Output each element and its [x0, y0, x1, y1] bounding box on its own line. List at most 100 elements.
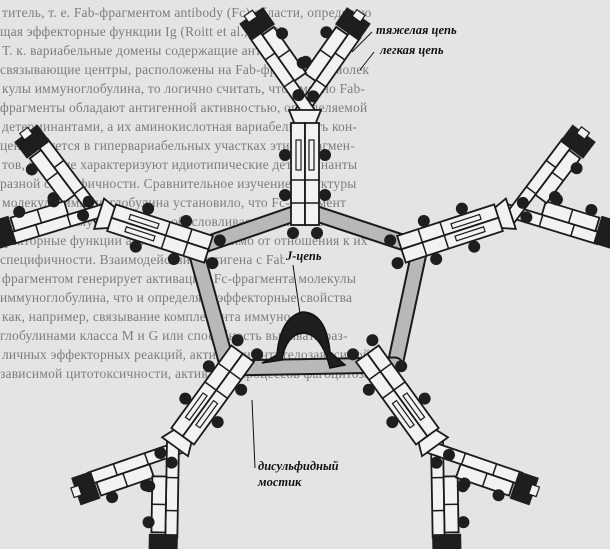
- variable-region-tip: [593, 215, 610, 250]
- fc-domain-slot: [450, 213, 482, 230]
- heavy-chain-segment: [164, 438, 180, 539]
- domain-divider: [417, 228, 428, 257]
- disulfide-knob: [455, 202, 468, 215]
- antigen-binding-notch: [70, 484, 83, 499]
- disulfide-knob: [279, 189, 291, 201]
- disulfide-knob: [430, 456, 443, 469]
- left-fab-arm: [501, 193, 610, 250]
- fc-heavy-chain: [304, 122, 320, 226]
- disulfide-knob: [468, 240, 481, 253]
- fc-domain-slot: [402, 392, 426, 421]
- disulfide-knob: [457, 516, 470, 529]
- disulfide-knob: [296, 56, 309, 69]
- domain-divider: [182, 228, 193, 257]
- background-text-line: тов, которые характеризуют идиотипически…: [2, 157, 358, 172]
- domain-divider: [73, 186, 85, 195]
- background-text-line: фрагменты обладают антигенной активность…: [0, 100, 368, 115]
- disulfide-knob: [384, 234, 397, 247]
- domain-divider: [160, 221, 171, 249]
- disulfide-knob: [276, 27, 289, 40]
- domain-divider: [319, 49, 332, 59]
- domain-divider: [217, 362, 242, 381]
- fc-domain-slot: [184, 392, 208, 421]
- disulfide-knob: [319, 149, 331, 161]
- disulfide-knob: [492, 489, 505, 502]
- disulfide-knob: [585, 203, 598, 216]
- disulfide-pointer: [251, 399, 256, 469]
- j-chain-pointer: [292, 264, 301, 315]
- fc-domain-slot: [195, 399, 219, 429]
- domain-divider: [46, 171, 59, 182]
- domain-divider: [481, 473, 488, 487]
- disulfide-knob: [292, 89, 305, 102]
- disulfide-knob: [430, 253, 443, 266]
- background-text-line: глобулинами класса М и G или способность…: [0, 328, 348, 343]
- disulfide-knob: [458, 477, 471, 490]
- disulfide-knob: [180, 214, 193, 227]
- disulfide-knob: [386, 416, 399, 429]
- disulfide-knob: [320, 26, 333, 39]
- igm-monomer: [239, 7, 371, 239]
- fc-domain-slot: [128, 213, 160, 230]
- right-fab-arm: [239, 7, 317, 120]
- domain-divider: [264, 52, 276, 61]
- inter-monomer-connectors: [186, 201, 429, 377]
- variable-region-tip: [432, 533, 462, 549]
- connector-bar: [188, 203, 312, 255]
- disulfide-bridge-label-line2: мостик: [258, 475, 302, 489]
- fc-domain-slot: [308, 139, 315, 171]
- fc-domain-slot: [391, 399, 415, 429]
- background-text-line: центрируется в гипервариабельных участка…: [0, 138, 355, 153]
- heavy-chain-label: тяжелая цепь: [374, 23, 459, 37]
- antigen-binding-notch: [351, 8, 366, 23]
- disulfide-knob: [13, 205, 26, 218]
- connector-bar: [388, 241, 427, 372]
- domain-divider: [551, 171, 564, 182]
- disulfide-knob: [548, 190, 561, 203]
- antigen-binding-notch: [243, 9, 258, 24]
- disulfide-knob: [366, 334, 379, 347]
- domain-divider: [545, 159, 557, 169]
- domain-divider: [525, 186, 537, 195]
- igm-monomer: [346, 334, 541, 549]
- disulfide-bridge-label-line1: дисульфидный: [258, 459, 339, 473]
- fc-domain-slot: [295, 139, 302, 171]
- igm-monomer: [384, 124, 610, 270]
- disulfide-knob: [165, 456, 178, 469]
- disulfide-knob: [77, 209, 90, 222]
- disulfide-knob: [418, 392, 431, 405]
- domain-divider: [112, 463, 118, 476]
- disulfide-knob: [142, 202, 155, 215]
- background-text-line: разной специфичности. Сравнительное изуч…: [0, 176, 357, 191]
- disulfide-knob: [307, 90, 320, 103]
- domain-divider: [36, 209, 43, 224]
- domain-divider: [278, 49, 291, 59]
- light-chain-pointer: [359, 51, 375, 71]
- domain-divider: [570, 224, 576, 237]
- disulfide-knob: [235, 383, 248, 396]
- domain-divider: [492, 463, 498, 476]
- right-fab-arm: [424, 439, 541, 506]
- domain-divider: [538, 214, 544, 227]
- j-chain-label: J-цепь: [284, 249, 324, 263]
- fc-heavy-chain: [290, 122, 306, 226]
- disulfide-knob: [211, 416, 224, 429]
- domain-divider: [283, 79, 295, 88]
- disulfide-knob: [202, 360, 215, 373]
- fc-domain-slot: [124, 226, 156, 242]
- disulfide-knob: [251, 348, 264, 361]
- disulfide-knob: [311, 227, 323, 239]
- disulfide-knob: [167, 253, 180, 266]
- fc-domain-slot: [454, 226, 486, 242]
- igm-monomer: [0, 124, 226, 270]
- disulfide-knob: [25, 163, 38, 176]
- domain-divider: [567, 209, 574, 224]
- disulfide-knob: [516, 196, 529, 209]
- domain-divider: [382, 381, 406, 399]
- left-fab-arm: [293, 7, 371, 120]
- disulfide-knob: [391, 257, 404, 270]
- igm-monomer: [70, 334, 264, 549]
- j-chain: [261, 311, 347, 369]
- disulfide-knob: [82, 195, 95, 208]
- disulfide-knob: [362, 383, 375, 396]
